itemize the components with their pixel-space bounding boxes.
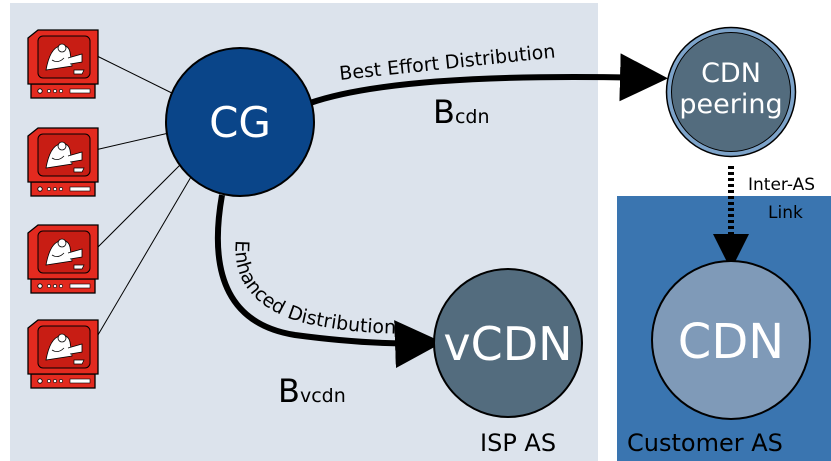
inter-as-label-line2: Link	[768, 203, 803, 223]
bandwidth-vcdn-main: B	[278, 372, 300, 410]
customer-as-label: Customer AS	[627, 429, 783, 457]
bandwidth-vcdn-sub: vcdn	[300, 385, 346, 407]
vcdn-node	[433, 268, 583, 418]
enhanced-arrow	[214, 194, 443, 369]
bandwidth-cdn-sub: cdn	[455, 106, 490, 128]
bandwidth-cdn-label: Bcdn	[433, 93, 490, 131]
tv-monitor-icon	[27, 127, 99, 197]
isp-as-label: ISP AS	[480, 429, 556, 457]
tv-monitor-icon	[27, 224, 99, 294]
vcdn-label: vCDN	[443, 317, 572, 371]
bandwidth-cdn-main: B	[433, 93, 455, 131]
tv-monitor-icon	[27, 319, 99, 389]
cg-label: CG	[209, 98, 271, 147]
cdn-peering-label-line1: CDN	[701, 58, 761, 89]
cdn-label: CDN	[678, 314, 784, 370]
best-effort-arrow	[309, 53, 668, 106]
bandwidth-vcdn-label: Bvcdn	[278, 372, 346, 410]
inter-as-label-line1: Inter-AS	[748, 175, 815, 195]
cdn-node	[651, 260, 811, 420]
cdn-peering-node	[666, 27, 796, 157]
tv-monitor-icon	[27, 29, 99, 99]
cdn-peering-label-line2: peering	[679, 89, 782, 120]
cg-node	[165, 47, 315, 197]
